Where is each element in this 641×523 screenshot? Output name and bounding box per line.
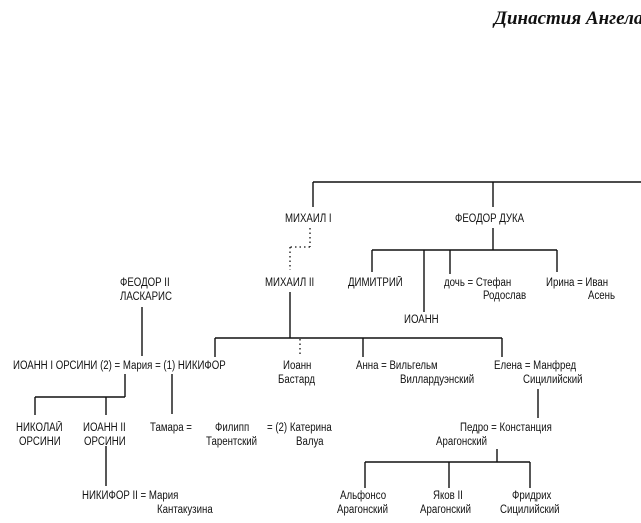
person-wilhelm-surname: Виллардуэнский <box>400 374 475 386</box>
person-alfonso-surname: Арагонский <box>337 504 389 516</box>
person-maria-marriages: ИОАНН I ОРСИНИ (2) = Мария = (1) НИКИФОР <box>13 360 226 372</box>
person-mikhail-1: МИХАИЛ I <box>285 213 332 225</box>
person-dimitriy: ДИМИТРИЙ <box>348 277 403 289</box>
person-fridrikh: Фридрих <box>512 490 552 502</box>
person-pedro-surname: Арагонский <box>436 436 488 448</box>
person-manfred-surname: Сицилийский <box>523 374 583 386</box>
person-filipp-surname: Тарентский <box>206 436 258 448</box>
person-stefan-rodoslav: Родослав <box>483 290 527 302</box>
person-yakov-2: Яков II <box>433 490 463 502</box>
person-feodor-2-surname: ЛАСКАРИС <box>120 291 172 303</box>
person-ioann-2-surname: ОРСИНИ <box>84 436 126 448</box>
person-ioann: ИОАНН <box>404 314 439 326</box>
person-nikolay: НИКОЛАЙ <box>16 422 63 434</box>
person-ioann-bastard: Иоанн <box>283 360 312 372</box>
person-pedro: Педро = Констанция <box>460 422 552 434</box>
person-ivan-asen: Асень <box>588 290 616 302</box>
person-feodor-duka: ФЕОДОР ДУКА <box>455 213 525 225</box>
person-irina: Ирина = Иван <box>546 277 609 289</box>
page-title: Династия Ангела и <box>494 8 641 29</box>
person-nikifor-2: НИКИФОР II = Мария <box>82 490 179 502</box>
person-maria-kantakuzina: Кантакузина <box>157 504 213 516</box>
person-elena: Елена = Манфред <box>494 360 577 372</box>
person-ioann-2: ИОАНН II <box>83 422 126 434</box>
person-filipp: Филипп <box>215 422 250 434</box>
person-anna: Анна = Вильгельм <box>356 360 438 372</box>
person-mikhail-2: МИХАИЛ II <box>265 277 315 289</box>
person-alfonso: Альфонсо <box>340 490 387 502</box>
person-ioann-bastard-epithet: Бастард <box>278 374 316 386</box>
person-feodor-2: ФЕОДОР II <box>120 277 170 289</box>
person-nikolay-surname: ОРСИНИ <box>19 436 61 448</box>
person-fridrikh-surname: Сицилийский <box>500 504 560 516</box>
person-tamara: Тамара = <box>150 422 192 434</box>
person-katerina: = (2) Катерина <box>267 422 332 434</box>
person-katerina-surname: Валуа <box>296 436 324 448</box>
person-yakov-2-surname: Арагонский <box>420 504 472 516</box>
person-doch: дочь = Стефан <box>444 277 512 289</box>
